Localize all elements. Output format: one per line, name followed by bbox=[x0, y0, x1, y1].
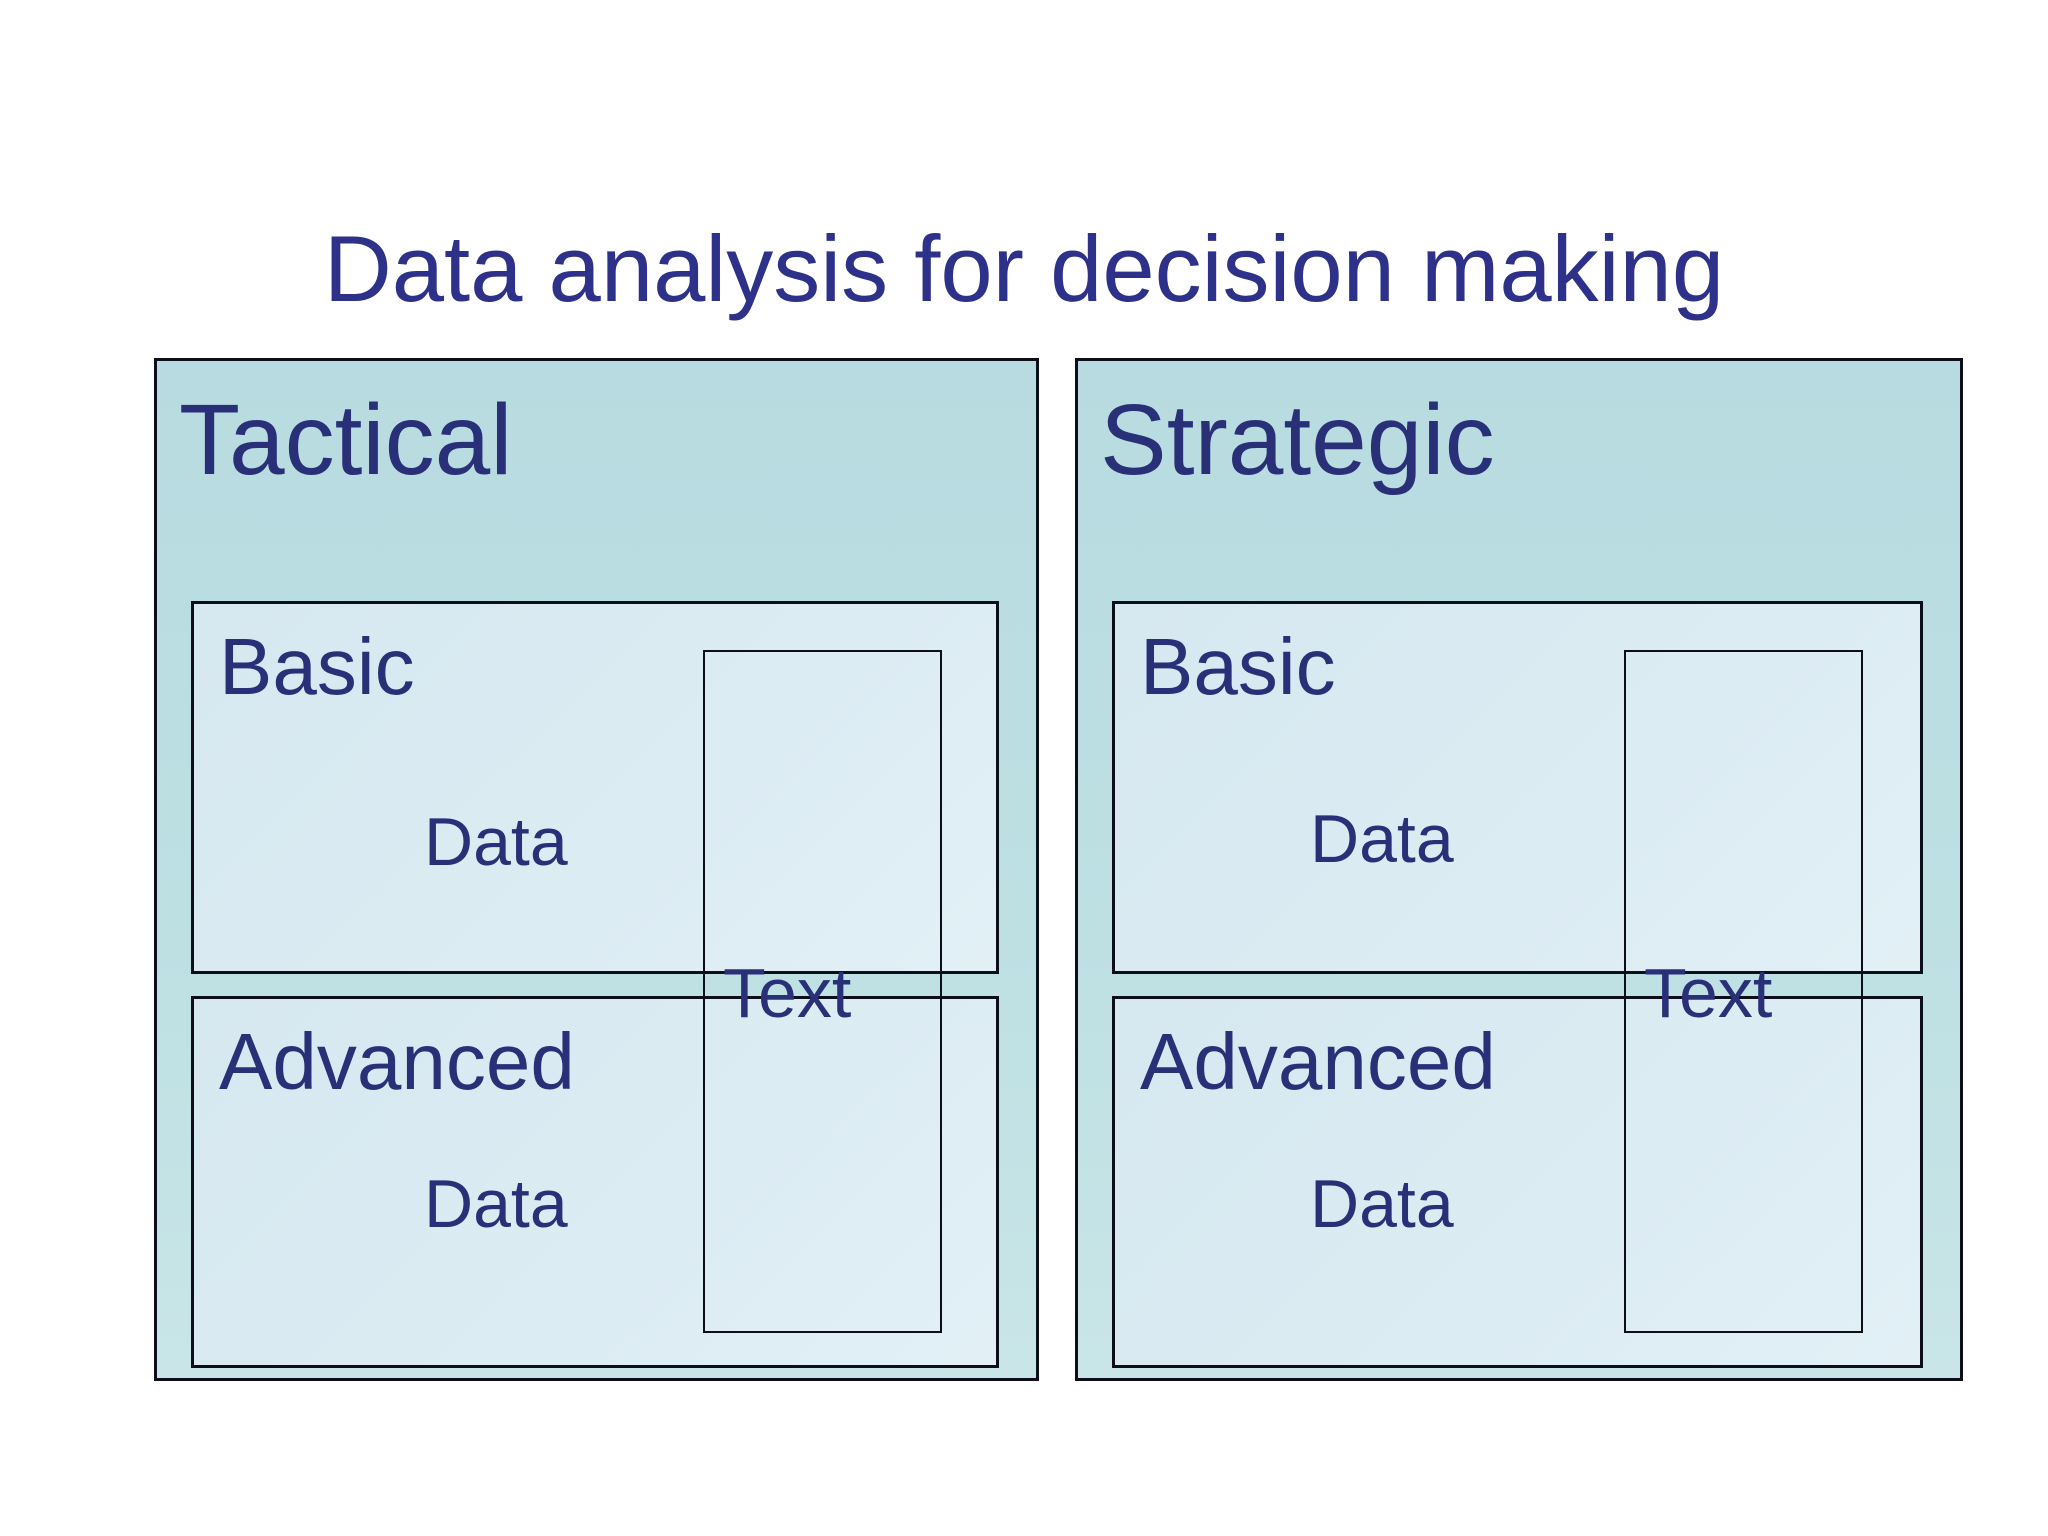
strategic-advanced-box: Advanced Data bbox=[1112, 996, 1923, 1368]
tactical-advanced-box: Advanced Data bbox=[191, 996, 999, 1368]
strategic-basic-box: Basic Data bbox=[1112, 601, 1923, 974]
panel-strategic: Strategic Basic Data Advanced Data Text bbox=[1075, 358, 1963, 1381]
panel-tactical: Tactical Basic Data Advanced Data Text bbox=[154, 358, 1039, 1381]
tactical-text-overlay-label: Text bbox=[723, 954, 852, 1032]
panel-strategic-title: Strategic bbox=[1100, 384, 1495, 496]
tactical-text-overlay-rect bbox=[703, 650, 942, 1333]
tactical-basic-title: Basic bbox=[219, 622, 415, 711]
slide-title: Data analysis for decision making bbox=[323, 216, 1725, 321]
tactical-basic-subtitle: Data bbox=[424, 804, 568, 880]
tactical-advanced-subtitle: Data bbox=[424, 1166, 568, 1242]
strategic-advanced-subtitle: Data bbox=[1310, 1166, 1454, 1242]
tactical-basic-box: Basic Data bbox=[191, 601, 999, 974]
strategic-advanced-title: Advanced bbox=[1140, 1017, 1496, 1106]
strategic-text-overlay-rect bbox=[1624, 650, 1863, 1333]
panel-tactical-title: Tactical bbox=[179, 384, 513, 496]
strategic-text-overlay-label: Text bbox=[1644, 954, 1773, 1032]
tactical-advanced-title: Advanced bbox=[219, 1017, 575, 1106]
strategic-basic-title: Basic bbox=[1140, 622, 1336, 711]
strategic-basic-subtitle: Data bbox=[1310, 801, 1454, 877]
